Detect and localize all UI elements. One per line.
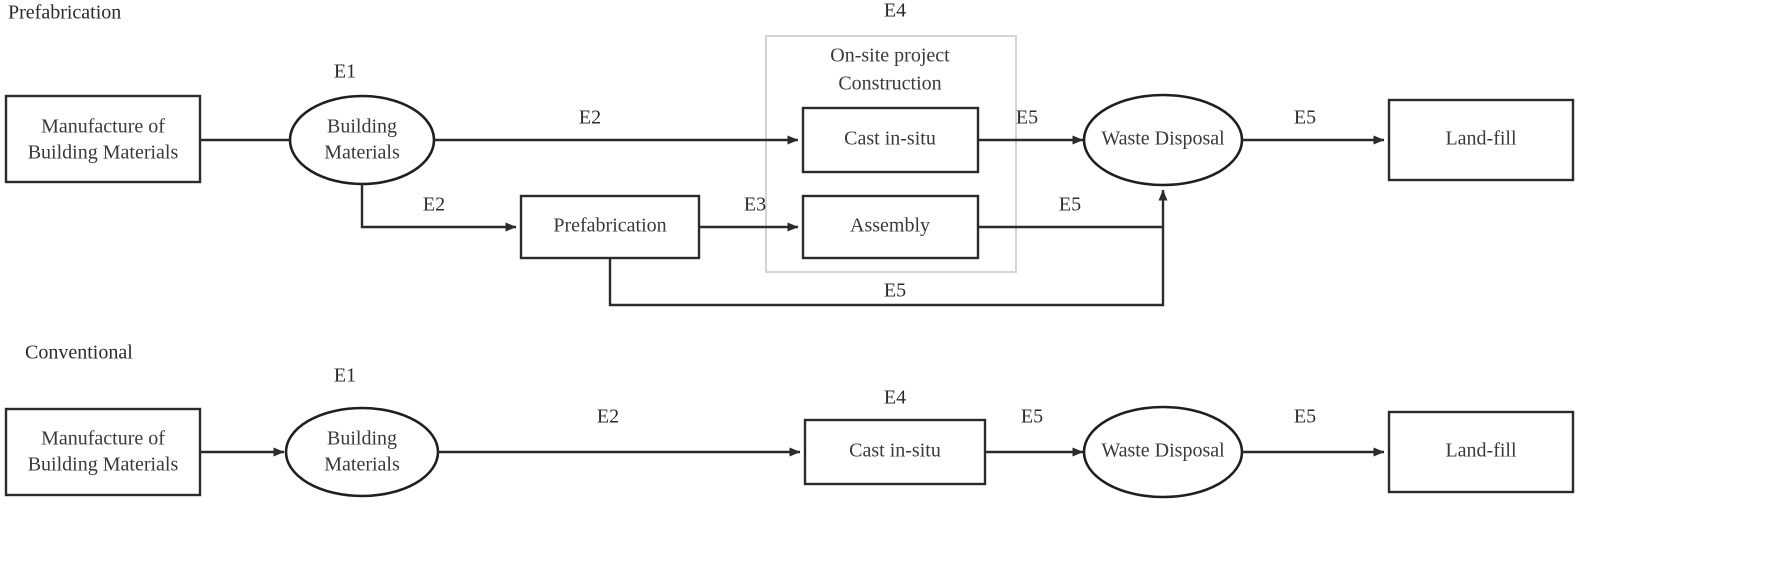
node-building-materials-2-line2: Materials bbox=[324, 454, 400, 476]
node-waste-disposal-1-label: Waste Disposal bbox=[1101, 128, 1225, 150]
edge-label-e3: E3 bbox=[744, 194, 766, 216]
edge-label-e5-waste-to-landfill-conventional: E5 bbox=[1294, 406, 1316, 428]
edge-prefabrication-to-waste-disposal-1 bbox=[608, 227, 1165, 307]
node-land-fill-1[interactable] bbox=[1387, 98, 1575, 182]
node-waste-disposal-2-label: Waste Disposal bbox=[1101, 440, 1225, 462]
node-building-materials-2-line1: Building bbox=[327, 428, 397, 450]
node-assembly-1-label: Assembly bbox=[850, 215, 930, 237]
section-label-prefabrication: Prefabrication bbox=[8, 2, 121, 24]
node-cast-in-situ-2-label: Cast in-situ bbox=[849, 440, 941, 462]
node-manufacture-1-line1: Manufacture of bbox=[41, 116, 165, 138]
group-title-line2: Construction bbox=[838, 73, 941, 95]
node-building-materials-1-line2: Materials bbox=[324, 142, 400, 164]
group-box-onsite-project-construction bbox=[765, 35, 1017, 273]
edge-label-e5-waste-to-landfill: E5 bbox=[1294, 107, 1316, 129]
node-land-fill-1-label: Land-fill bbox=[1445, 128, 1517, 150]
edge-label-e4-prefabrication: E4 bbox=[884, 0, 906, 22]
edge-label-e2-to-prefabrication: E2 bbox=[423, 194, 445, 216]
node-building-materials-1-line1: Building bbox=[327, 116, 397, 138]
node-building-materials-2[interactable] bbox=[284, 406, 440, 498]
edge-label-e5-assembly-to-waste: E5 bbox=[1059, 194, 1081, 216]
edge-label-e2-to-cast-in-situ: E2 bbox=[579, 107, 601, 129]
node-building-materials-1[interactable] bbox=[288, 94, 436, 186]
node-prefabrication-1-label: Prefabrication bbox=[553, 215, 666, 237]
node-land-fill-2[interactable] bbox=[1387, 410, 1575, 494]
edge-label-e5-cast-to-waste: E5 bbox=[1016, 107, 1038, 129]
edge-label-e1-prefabrication: E1 bbox=[334, 61, 356, 83]
node-cast-in-situ-1-label: Cast in-situ bbox=[844, 128, 936, 150]
node-manufacture-1[interactable] bbox=[4, 94, 202, 184]
edge-building-materials-to-prefabrication-1 bbox=[360, 184, 517, 232]
group-title-line1: On-site project bbox=[830, 45, 950, 67]
edge-label-e2-conventional: E2 bbox=[597, 406, 619, 428]
section-label-conventional: Conventional bbox=[25, 342, 133, 364]
node-manufacture-1-line2: Building Materials bbox=[28, 142, 179, 164]
edge-label-e1-conventional: E1 bbox=[334, 365, 356, 387]
edge-label-e5-prefabrication-to-waste: E5 bbox=[884, 280, 906, 302]
node-manufacture-2-line1: Manufacture of bbox=[41, 428, 165, 450]
node-cast-in-situ-2[interactable] bbox=[803, 418, 987, 486]
node-manufacture-2-line2: Building Materials bbox=[28, 454, 179, 476]
node-land-fill-2-label: Land-fill bbox=[1445, 440, 1517, 462]
node-cast-in-situ-1[interactable] bbox=[801, 106, 980, 174]
edge-label-e5-cast-to-waste-conventional: E5 bbox=[1021, 406, 1043, 428]
edge-label-e4-conventional: E4 bbox=[884, 387, 906, 409]
node-manufacture-2[interactable] bbox=[4, 407, 202, 497]
